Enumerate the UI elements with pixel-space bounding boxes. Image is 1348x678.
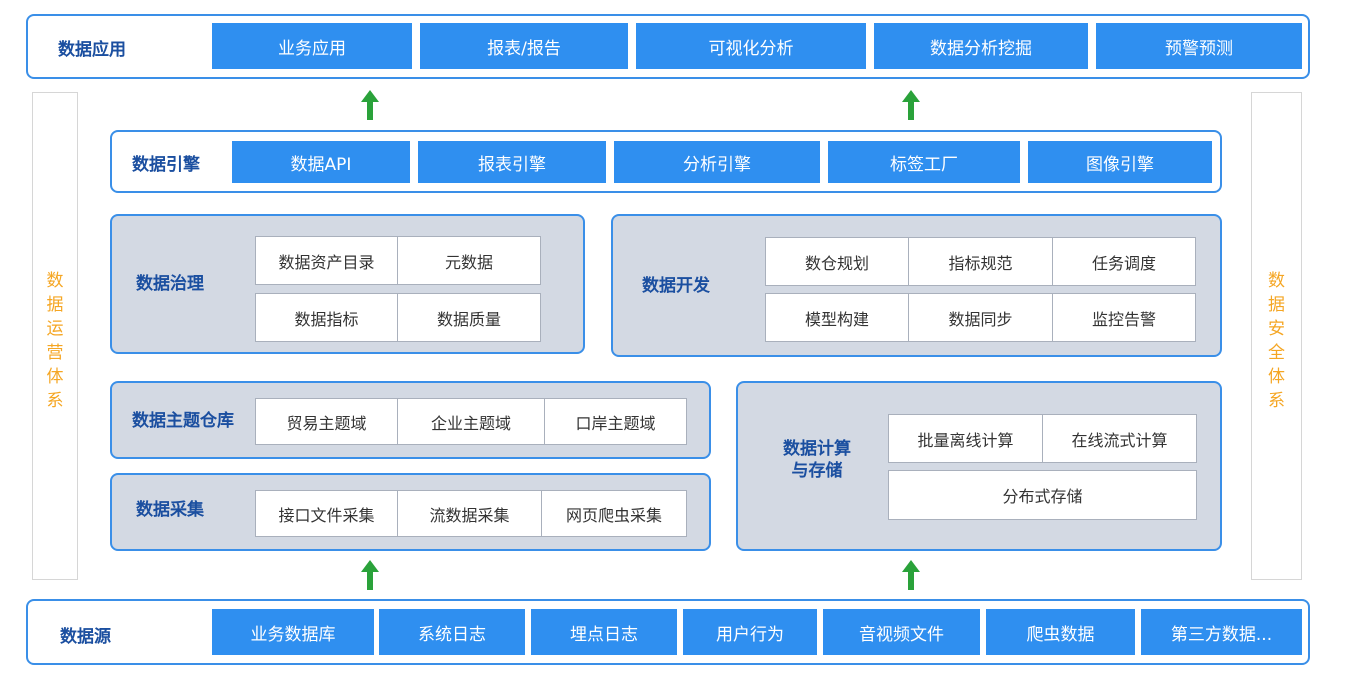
source-item-third-party: 第三方数据... [1141,609,1302,655]
cell-web-crawler-collection: 网页爬虫采集 [541,490,687,537]
cell-stream-collection: 流数据采集 [397,490,542,537]
cell-port-domain: 口岸主题域 [544,398,687,445]
panel-label-compute-line2: 与存储 [791,461,843,481]
source-item-system-log: 系统日志 [379,609,525,655]
side-column-operations: 数 据 运 营 体 系 [32,92,78,580]
cell-monitor-alarm: 监控告警 [1052,293,1196,342]
source-item-audio-video: 音视频文件 [823,609,980,655]
layer-label-data-source: 数据源 [60,626,111,647]
app-item-mining: 数据分析挖掘 [874,23,1088,69]
cell-trade-domain: 贸易主题域 [255,398,398,445]
cell-metric-standard: 指标规范 [908,237,1053,286]
arrow-up-icon [361,560,379,590]
cell-asset-catalog: 数据资产目录 [255,236,398,285]
layer-label-data-engine: 数据引擎 [132,154,200,175]
cell-enterprise-domain: 企业主题域 [397,398,545,445]
cell-interface-file-collection: 接口文件采集 [255,490,398,537]
arrow-up-icon [902,560,920,590]
cell-batch-offline: 批量离线计算 [888,414,1043,463]
arrow-up-icon [902,90,920,120]
cell-task-scheduling: 任务调度 [1052,237,1196,286]
engine-item-report: 报表引擎 [418,141,606,183]
side-text-operations: 数 据 运 营 体 系 [46,271,64,411]
cell-model-building: 模型构建 [765,293,909,342]
panel-label-development: 数据开发 [642,276,710,296]
cell-online-streaming: 在线流式计算 [1042,414,1197,463]
cell-data-metrics: 数据指标 [255,293,398,342]
cell-data-sync: 数据同步 [908,293,1053,342]
app-item-warning: 预警预测 [1096,23,1302,69]
engine-item-api: 数据API [232,141,410,183]
panel-label-warehouse: 数据主题仓库 [132,411,234,431]
app-item-reports: 报表/报告 [420,23,628,69]
arrow-up-icon [361,90,379,120]
side-column-security: 数 据 安 全 体 系 [1251,92,1302,580]
cell-warehouse-planning: 数仓规划 [765,237,909,286]
source-item-user-behavior: 用户行为 [683,609,817,655]
source-item-tracking-log: 埋点日志 [531,609,677,655]
engine-item-tag-factory: 标签工厂 [828,141,1020,183]
cell-data-quality: 数据质量 [397,293,541,342]
cell-metadata: 元数据 [397,236,541,285]
app-item-business: 业务应用 [212,23,412,69]
panel-label-collection: 数据采集 [136,500,204,520]
panel-label-compute: 数据计算 与存储 [762,436,872,484]
app-item-visualization: 可视化分析 [636,23,866,69]
engine-item-analysis: 分析引擎 [614,141,820,183]
source-item-crawler-data: 爬虫数据 [986,609,1135,655]
engine-item-image: 图像引擎 [1028,141,1212,183]
panel-label-compute-line1: 数据计算 [783,439,851,459]
layer-label-data-application: 数据应用 [58,39,126,60]
cell-distributed-storage: 分布式存储 [888,470,1197,520]
source-item-business-db: 业务数据库 [212,609,374,655]
panel-compute-storage [736,381,1222,551]
side-text-security: 数 据 安 全 体 系 [1268,271,1285,411]
panel-label-governance: 数据治理 [136,274,204,294]
